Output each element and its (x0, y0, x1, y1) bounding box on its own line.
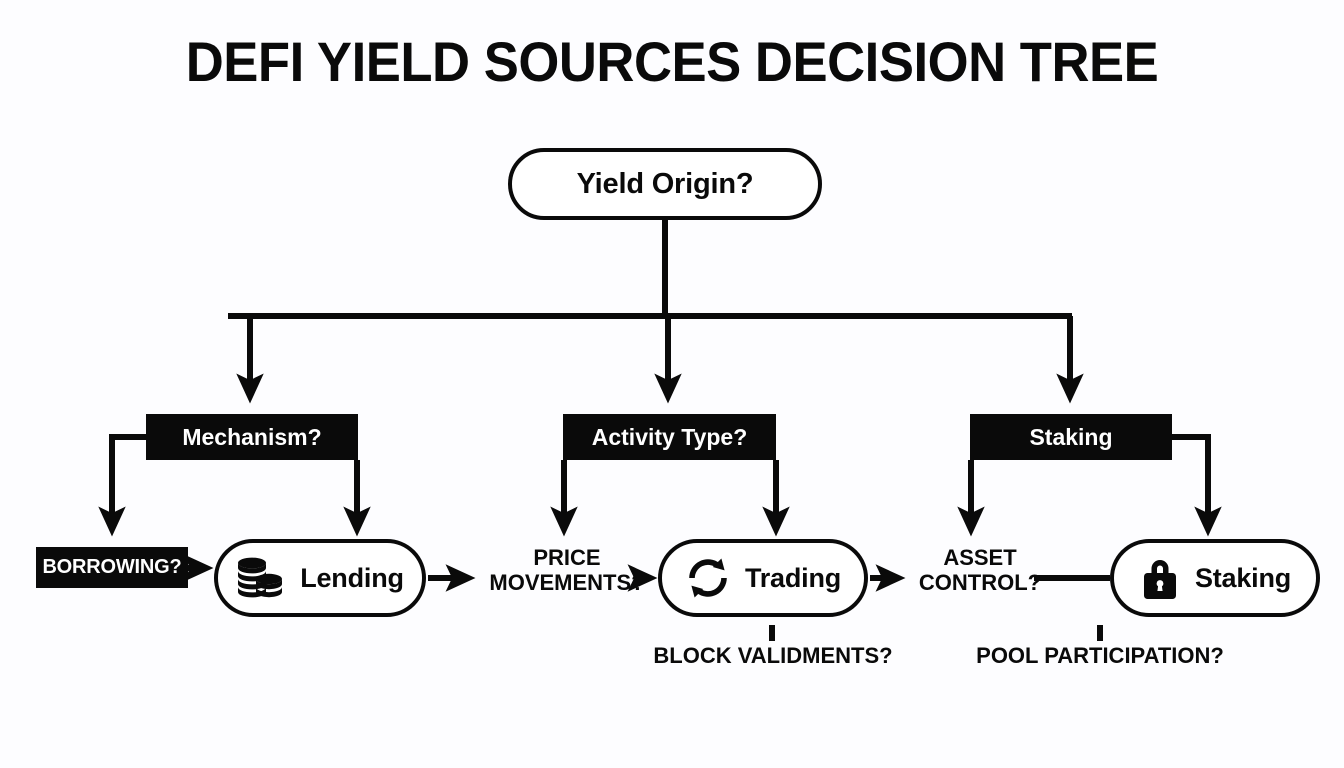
label-pool-participation: POOL PARTICIPATION? (976, 643, 1224, 668)
label-asset-control-line2: CONTROL? (918, 569, 1042, 595)
edge-staking-to-staking-pill (1172, 434, 1222, 537)
node-lending[interactable]: Lending (214, 539, 426, 617)
node-trading[interactable]: Trading (658, 539, 868, 617)
node-mechanism-label: Mechanism? (182, 423, 322, 450)
label-price-movements-line2: MOVEMENTS? (489, 569, 645, 595)
node-staking-category[interactable]: Staking (970, 414, 1172, 460)
node-yield-origin[interactable]: Yield Origin? (508, 148, 822, 220)
node-borrowing-label: BORROWING? (42, 556, 182, 578)
edge-mechanism-to-borrowing (98, 434, 146, 537)
node-activity-type-label: Activity Type? (591, 423, 748, 450)
coins-icon (236, 555, 286, 601)
page-title: DEFI YIELD SOURCES DECISION TREE (185, 30, 1159, 93)
label-asset-control: ASSET CONTROL? (900, 545, 1060, 595)
node-activity-type[interactable]: Activity Type? (563, 414, 776, 460)
node-staking-label: Staking (1194, 562, 1292, 593)
sync-arrows-icon (685, 555, 731, 601)
lock-icon (1139, 554, 1181, 602)
node-lending-label: Lending (300, 562, 404, 593)
label-asset-control-line1: ASSET (943, 545, 1017, 570)
node-mechanism[interactable]: Mechanism? (146, 414, 358, 460)
label-price-movements-line1: PRICE (533, 545, 601, 570)
node-borrowing[interactable]: BORROWING? (36, 547, 188, 588)
node-trading-label: Trading (744, 562, 842, 593)
node-staking[interactable]: Staking (1110, 539, 1320, 617)
node-yield-origin-label: Yield Origin? (576, 167, 754, 200)
label-block-validments: BLOCK VALIDMENTS? (653, 643, 893, 668)
label-price-movements: PRICE MOVEMENTS? (482, 545, 652, 595)
node-staking-category-label: Staking (1029, 423, 1113, 450)
